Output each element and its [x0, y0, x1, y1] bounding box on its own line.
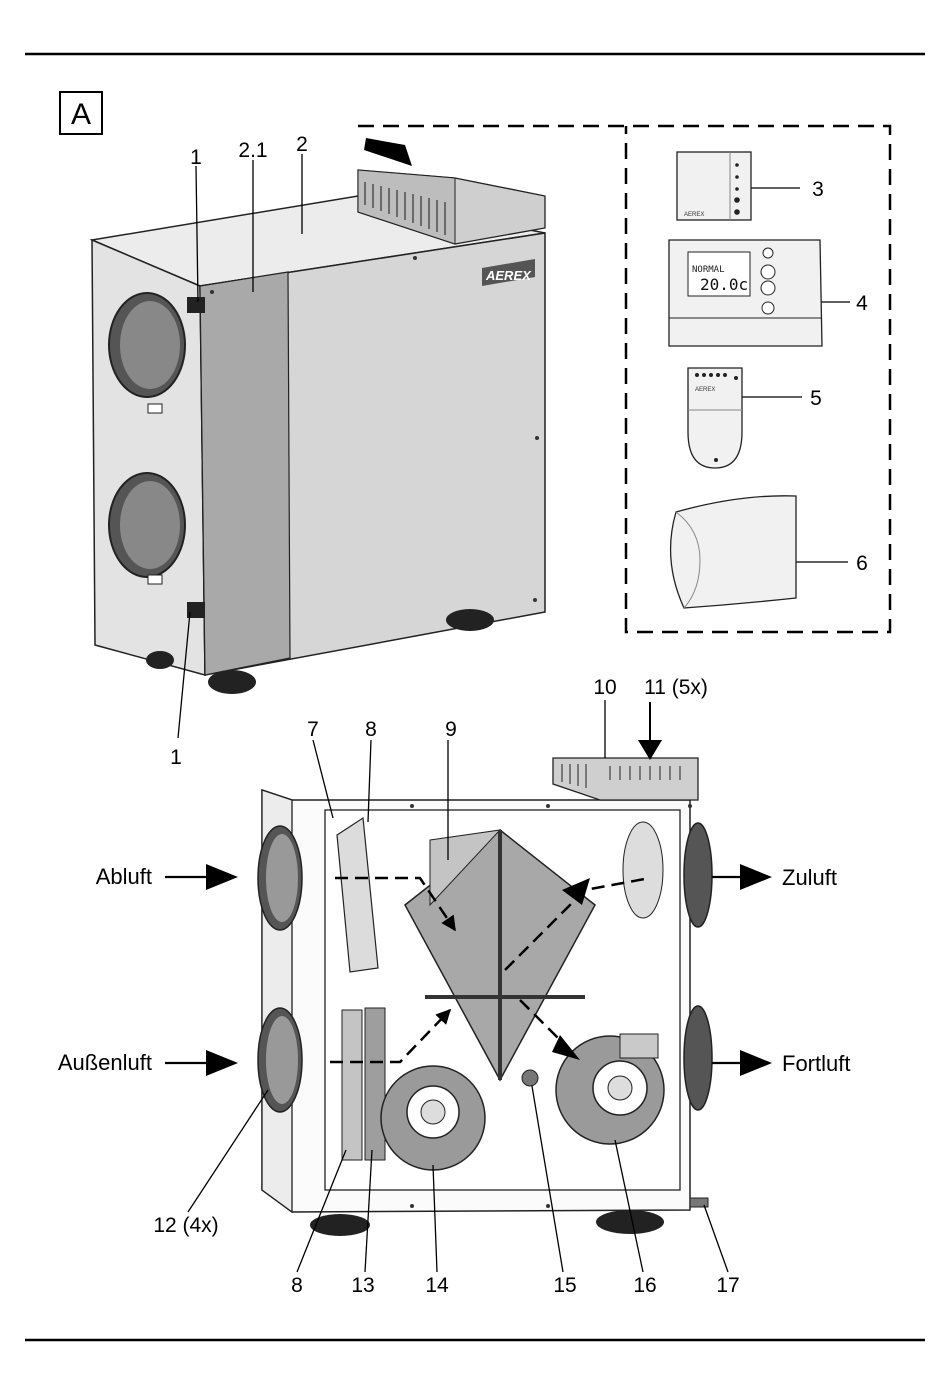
accessory-pointer-arrow	[364, 138, 412, 166]
callout-1-lower: 1	[170, 746, 182, 769]
callout-16: 16	[633, 1274, 656, 1297]
callout-15: 15	[553, 1274, 576, 1297]
port-exhaust-out	[684, 1006, 712, 1110]
arrow-supply-out	[740, 864, 772, 890]
arrow-exhaust-in	[206, 864, 238, 890]
port-supply-out	[684, 823, 712, 927]
temperature-sensor	[522, 1070, 538, 1086]
callout-17: 17	[716, 1274, 739, 1297]
accessory-room-controller: NORMAL 20.0c	[669, 240, 822, 346]
thermostat-mode: NORMAL	[692, 265, 725, 275]
callout-14: 14	[425, 1274, 449, 1297]
accessory-sensor	[671, 496, 796, 608]
unit-interior	[258, 758, 712, 1236]
callout-11: 11 (5x)	[644, 676, 708, 699]
arrow-exhaust-out	[740, 1050, 772, 1076]
callout-8-bottom: 8	[291, 1274, 303, 1297]
callout-12: 12 (4x)	[153, 1214, 218, 1237]
label-zuluft: Zuluft	[782, 865, 837, 890]
brand-logo: AEREX	[485, 268, 532, 283]
arrow-outdoor-in	[206, 1050, 238, 1076]
unit-exterior: AEREX	[92, 170, 545, 694]
front-cover-strip	[200, 272, 290, 675]
callout-1-upper: 1	[190, 146, 202, 169]
callout-7: 7	[307, 718, 319, 741]
callout-10: 10	[593, 676, 616, 699]
callout-13: 13	[351, 1274, 374, 1297]
callout-2-1: 2.1	[238, 139, 267, 162]
condensate-connection	[690, 1198, 708, 1207]
figure-badge: A	[71, 98, 91, 131]
callout-3: 3	[812, 178, 824, 201]
accessory-switch: AEREX	[677, 152, 751, 220]
label-fortluft: Fortluft	[782, 1051, 850, 1076]
callout-8-top: 8	[365, 718, 377, 741]
interior-control-box	[553, 758, 698, 800]
label-aussenluft: Außenluft	[58, 1050, 152, 1075]
filter-outdoor	[342, 1010, 362, 1160]
switch-logo: AEREX	[684, 212, 704, 218]
label-abluft: Abluft	[96, 864, 152, 889]
callout-5: 5	[810, 387, 822, 410]
filter-extra	[365, 1008, 385, 1160]
callout-6: 6	[856, 552, 868, 575]
thermostat-temperature: 20.0c	[700, 275, 748, 294]
remote-logo: AEREX	[695, 387, 715, 393]
callout-4: 4	[856, 292, 868, 315]
callout-2: 2	[296, 133, 308, 156]
accessory-remote-control: AEREX	[688, 368, 742, 468]
callout-9: 9	[445, 718, 457, 741]
latch-upper	[187, 297, 205, 313]
arrow-callout-11	[638, 740, 662, 760]
